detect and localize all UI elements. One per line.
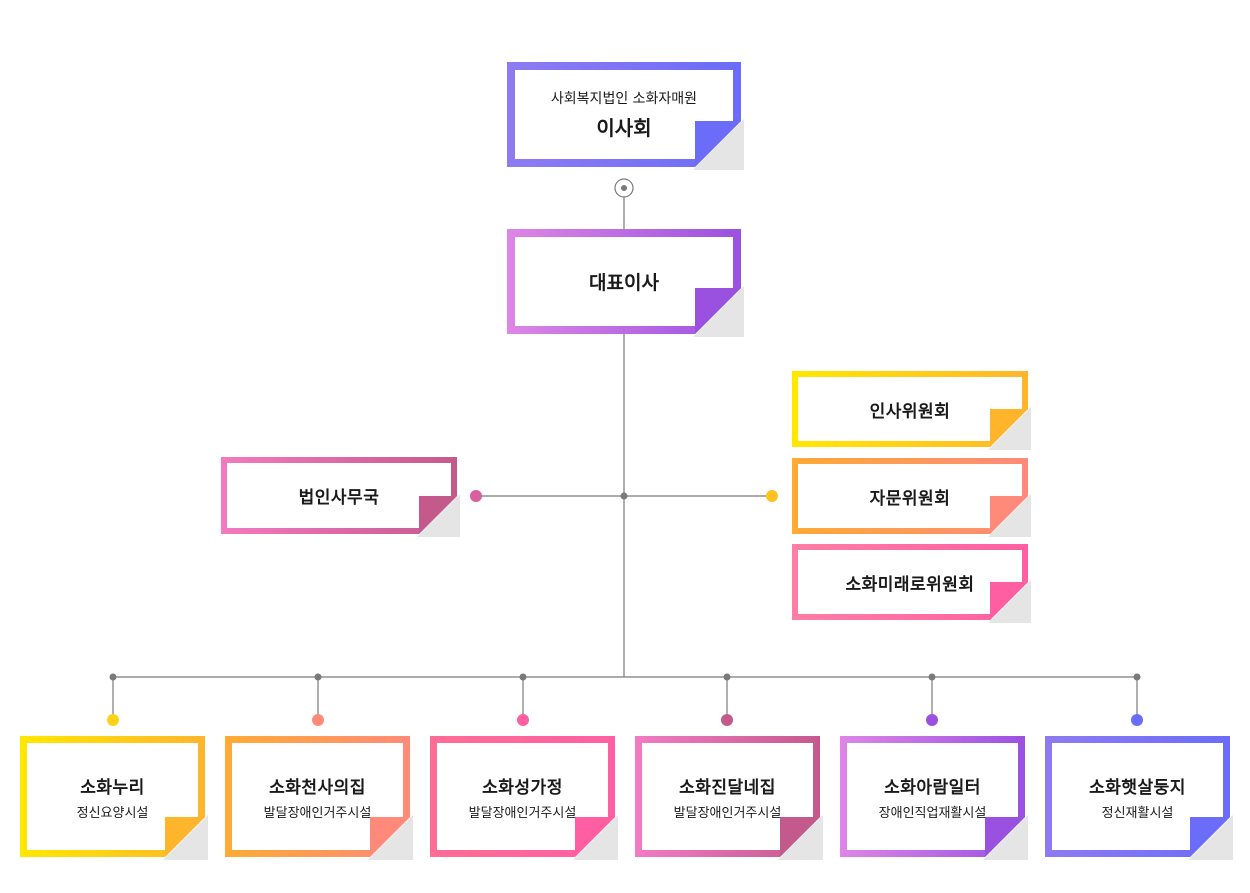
- facility-box-sohwa-cheonsa[interactable]: 소화천사의집 발달장애인거주시설: [225, 736, 413, 860]
- facility-box-sohwa-seonggajeong[interactable]: 소화성가정 발달장애인거주시설: [430, 736, 618, 860]
- junction-dot: [314, 673, 322, 681]
- facility-type: 발달장애인거주시설: [263, 805, 372, 821]
- junction-dot: [723, 673, 731, 681]
- committee-box-hr[interactable]: 인사위원회: [792, 371, 1031, 450]
- committee-title: 인사위원회: [869, 401, 951, 422]
- facility-name: 소화햇살둥지: [1089, 777, 1186, 798]
- box-frame: [635, 736, 823, 860]
- facility-type: 발달장애인거주시설: [468, 805, 577, 821]
- box-frame: [225, 736, 413, 860]
- facility-type: 정신요양시설: [76, 805, 149, 821]
- committee-title: 소화미래로위원회: [845, 574, 975, 595]
- facility-type: 발달장애인거주시설: [673, 805, 782, 821]
- junction-dot: [109, 673, 117, 681]
- office-connector-dot: [470, 490, 482, 502]
- box-frame: [20, 736, 208, 860]
- box-frame: [221, 457, 460, 537]
- office-box[interactable]: 법인사무국: [221, 457, 460, 537]
- office-title: 법인사무국: [298, 488, 380, 508]
- box-frame: [792, 371, 1031, 450]
- junction-dot: [1133, 673, 1141, 681]
- facility-connector-dot: [312, 714, 324, 726]
- facility-name: 소화진달네집: [679, 777, 776, 798]
- box-frame: [792, 458, 1031, 537]
- facility-connector-dot: [107, 714, 119, 726]
- facility-connector-dot: [721, 714, 733, 726]
- facility-box-sohwa-jindal[interactable]: 소화진달네집 발달장애인거주시설: [635, 736, 823, 860]
- ceo-box[interactable]: 대표이사: [507, 229, 744, 337]
- facility-box-sohwa-haetsal[interactable]: 소화햇살둥지 정신재활시설: [1045, 736, 1233, 860]
- facility-connector-dot: [926, 714, 938, 726]
- junction-dot: [519, 673, 527, 681]
- committee-connector-dot: [766, 490, 778, 502]
- facility-name: 소화천사의집: [269, 777, 366, 798]
- box-frame: [792, 544, 1031, 623]
- board-title: 이사회: [596, 116, 652, 140]
- ceo-title: 대표이사: [589, 272, 659, 294]
- box-frame: [507, 229, 744, 337]
- box-frame: [430, 736, 618, 860]
- box-frame: [840, 736, 1028, 860]
- facility-box-sohwa-nuri[interactable]: 소화누리 정신요양시설: [20, 736, 208, 860]
- board-subtitle: 사회복지법인 소화자매원: [550, 91, 698, 107]
- committee-title: 자문위원회: [869, 488, 951, 509]
- facility-name: 소화누리: [80, 777, 145, 798]
- junction-dot: [928, 673, 936, 681]
- facility-connector-dot: [517, 714, 529, 726]
- facility-connector-dot: [1131, 714, 1143, 726]
- facility-name: 소화아람일터: [884, 777, 981, 798]
- box-frame: [1045, 736, 1233, 860]
- facility-name: 소화성가정: [482, 777, 563, 798]
- facility-box-sohwa-aram[interactable]: 소화아람일터 장애인직업재활시설: [840, 736, 1028, 860]
- facility-type: 장애인직업재활시설: [878, 805, 987, 821]
- board-box[interactable]: 사회복지법인 소화자매원 이사회: [507, 62, 744, 170]
- committee-box-future[interactable]: 소화미래로위원회: [792, 544, 1031, 623]
- board-connector-center: [621, 185, 627, 191]
- committee-box-advisory[interactable]: 자문위원회: [792, 458, 1031, 537]
- facility-type: 정신재활시설: [1101, 805, 1174, 821]
- box-frame: [507, 62, 744, 170]
- side-junction-dot: [620, 492, 628, 500]
